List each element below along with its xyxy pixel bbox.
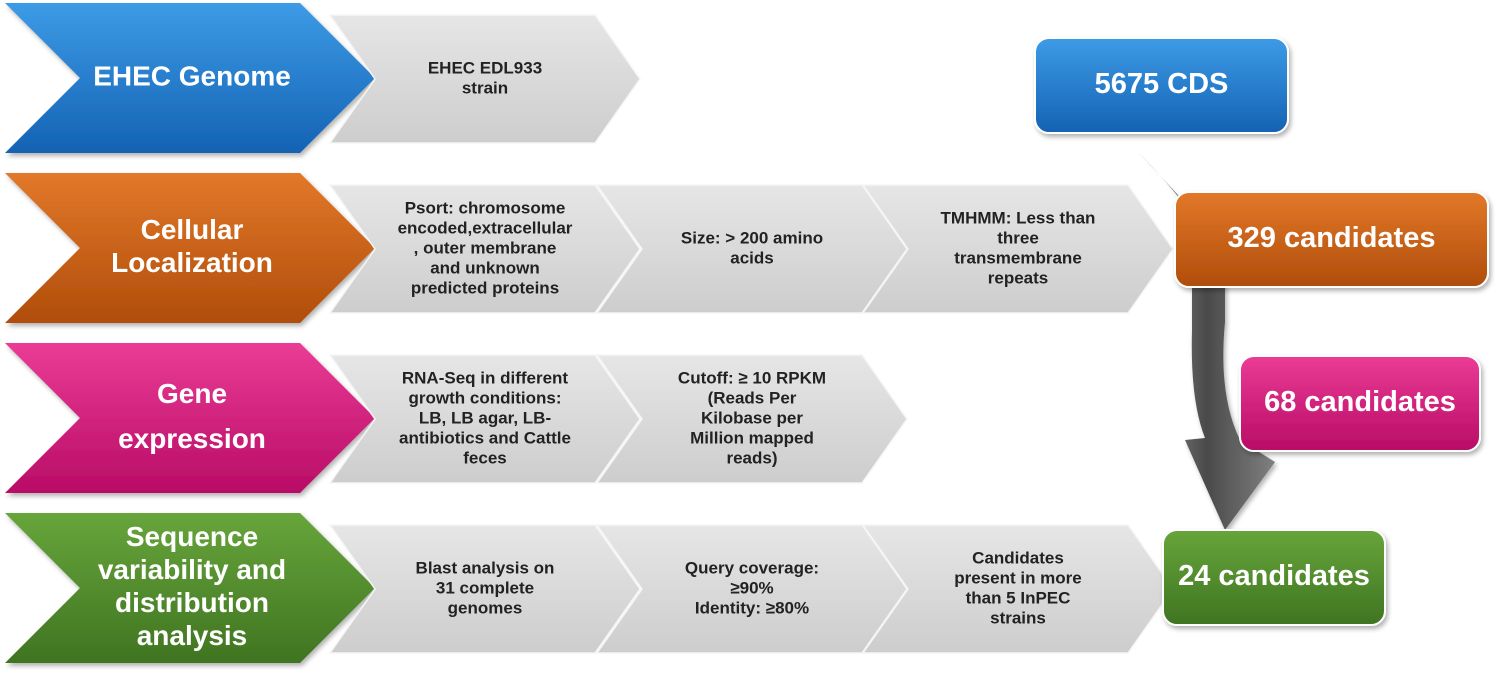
result-box-bg <box>1162 529 1386 626</box>
category-label-line: Localization <box>111 247 273 278</box>
category-label-line: Gene <box>157 378 227 409</box>
step-label-line: feces <box>463 448 506 467</box>
result-box-bg <box>1034 37 1289 134</box>
step-label-line: , outer membrane <box>414 238 557 257</box>
result-box-4: 24 candidates <box>1162 529 1386 626</box>
category-label-line: distribution <box>115 587 269 618</box>
category-arrow <box>5 343 375 493</box>
category-label: EHEC Genome <box>93 60 291 91</box>
step-label-line: Cutoff: ≥ 10 RPKM <box>678 368 826 387</box>
result-label: 5675 CDS <box>1095 68 1229 100</box>
step-label-line: reads) <box>726 448 777 467</box>
step-label-line: RNA-Seq in different <box>402 368 569 387</box>
step-label-line: than 5 InPEC <box>966 588 1071 607</box>
category-arrow <box>5 173 375 323</box>
step-label-line: ≥90% <box>730 578 773 597</box>
category-label-line: Sequence <box>126 521 258 552</box>
step-label-line: Kilobase per <box>701 408 803 427</box>
step-label-line: genomes <box>448 598 523 617</box>
step-label-line: Million mapped <box>690 428 814 447</box>
step-label-line: Candidates <box>972 548 1064 567</box>
step-label-line: repeats <box>988 268 1048 287</box>
result-box-1: 5675 CDS <box>1034 37 1289 134</box>
step-label-line: encoded,extracellular <box>398 218 573 237</box>
step-label-line: transmembrane <box>954 248 1082 267</box>
step-label-line: Query coverage: <box>685 558 819 577</box>
step-label: Query coverage:≥90%Identity: ≥80% <box>685 558 819 617</box>
step-label-line: TMHMM: Less than <box>941 208 1096 227</box>
step-arrow <box>328 14 641 144</box>
category-arrow <box>5 513 375 663</box>
step-label-line: Blast analysis on <box>416 558 555 577</box>
result-box-3: 68 candidates <box>1239 355 1481 452</box>
result-box-bg <box>1174 191 1489 288</box>
step-label-line: acids <box>730 248 773 267</box>
step-label-line: Psort: chromosome <box>405 198 566 217</box>
step-label-line: present in more <box>954 568 1082 587</box>
category-label-line: variability and <box>98 554 286 585</box>
result-label: 329 candidates <box>1228 222 1436 254</box>
step-label-line: three <box>997 228 1039 247</box>
step-label-line: EHEC EDL933 <box>428 58 542 77</box>
step-arrow <box>595 524 908 654</box>
result-box-bg <box>1239 355 1481 452</box>
step-label-line: 31 complete <box>436 578 534 597</box>
step-label-line: Size: > 200 amino <box>681 228 823 247</box>
step-label-line: strains <box>990 608 1046 627</box>
step-arrow <box>861 184 1174 314</box>
step-arrow <box>328 184 641 314</box>
step-arrow <box>328 354 641 484</box>
category-arrow <box>5 3 375 153</box>
category-label-line: EHEC Genome <box>93 60 291 91</box>
result-label: 24 candidates <box>1178 560 1370 592</box>
step-label-line: (Reads Per <box>708 388 797 407</box>
step-label-line: antibiotics and Cattle <box>399 428 571 447</box>
step-label-line: strain <box>462 78 508 97</box>
step-arrow <box>328 524 641 654</box>
step-label-line: growth conditions: <box>409 388 562 407</box>
step-arrow <box>861 524 1174 654</box>
step-arrow <box>595 184 908 314</box>
step-label-line: and unknown <box>430 258 540 277</box>
flow-arrow <box>1138 152 1275 530</box>
step-label-line: Identity: ≥80% <box>695 598 809 617</box>
category-label-line: analysis <box>137 620 248 651</box>
category-label-line: Cellular <box>141 214 244 245</box>
step-arrow <box>595 354 908 484</box>
step-label-line: LB, LB agar, LB- <box>419 408 551 427</box>
step-label-line: predicted proteins <box>411 278 559 297</box>
category-label-line: expression <box>118 423 266 454</box>
result-box-2: 329 candidates <box>1174 191 1489 288</box>
result-label: 68 candidates <box>1264 386 1456 418</box>
category-label: Gene expression <box>118 378 266 454</box>
